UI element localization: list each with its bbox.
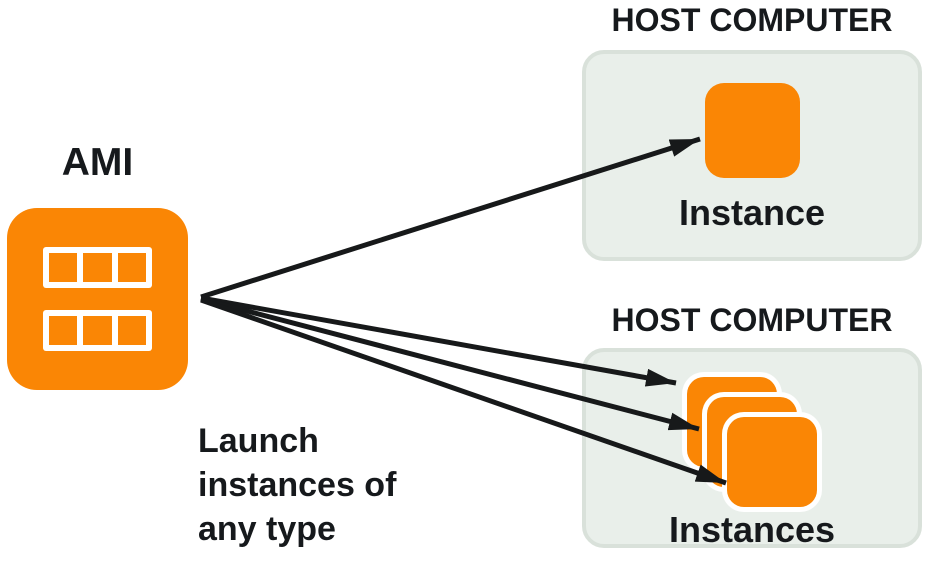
ami-grid-cell xyxy=(49,253,78,282)
host-computer-title-2: HOST COMPUTER xyxy=(611,302,893,338)
instance-square xyxy=(727,417,817,507)
ami-grid-cell xyxy=(83,316,112,345)
instance-label: Instance xyxy=(678,192,826,233)
ami-grid-row xyxy=(43,310,152,351)
ami-grid-cell xyxy=(117,316,146,345)
host-computer-title-1: HOST COMPUTER xyxy=(611,2,893,38)
instances-stack-icon xyxy=(687,377,817,507)
instances-label: Instances xyxy=(668,509,836,550)
ami-grid-cell xyxy=(49,316,78,345)
ami-caption: Launch instances of any type xyxy=(198,422,397,549)
ami-grid-cell xyxy=(83,253,112,282)
instance-square-icon xyxy=(705,83,800,178)
ami-label: AMI xyxy=(61,141,134,184)
host-computer-box-2: Instances xyxy=(582,348,922,550)
ami-grid-cell xyxy=(117,253,146,282)
ami-grid-row xyxy=(43,247,152,288)
host-computer-box-1: Instance xyxy=(582,50,922,261)
ami-icon xyxy=(7,208,188,390)
